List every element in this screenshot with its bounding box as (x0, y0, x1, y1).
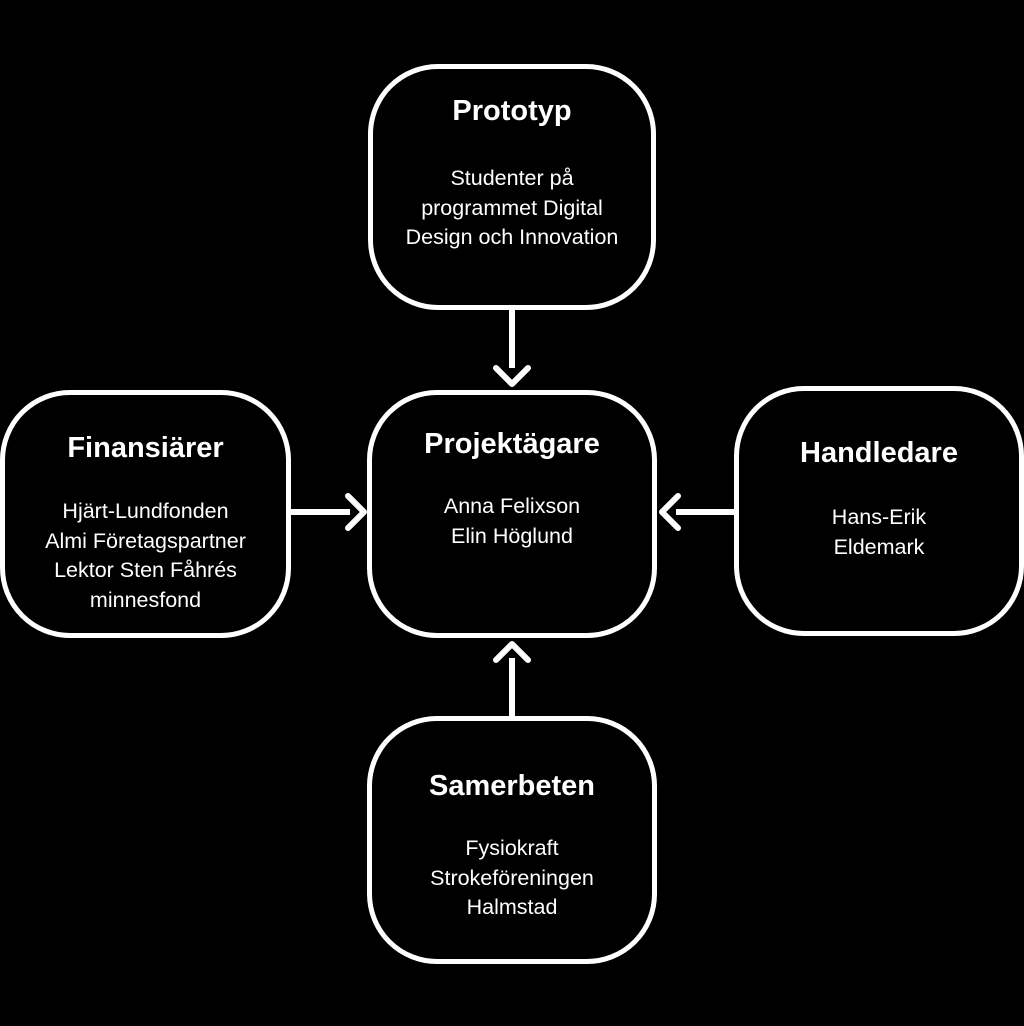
node-line: Fysiokraft (465, 836, 559, 860)
node-line: programmet Digital (421, 195, 603, 220)
node-line: Lektor Sten Fåhrés (54, 558, 237, 582)
edge-handledare-to-projektagare (659, 493, 734, 531)
node-title: Samerbeten (428, 770, 595, 802)
node-title: Finansiärer (67, 432, 224, 464)
node-line: Studenter på (450, 166, 574, 190)
node-handledare: Handledare Hans-Erik Eldemark (734, 386, 1024, 636)
node-projektagare: Projektägare Anna Felixson Elin Höglund (367, 390, 657, 638)
node-body: Fysiokraft Strokeföreningen Halmstad (372, 834, 652, 923)
node-line: Hjärt-Lundfonden (62, 499, 229, 523)
node-body: Hans-Erik Eldemark (739, 503, 1019, 562)
node-body: Studenter på programmet Digital Design o… (373, 164, 651, 253)
node-line: Halmstad (466, 895, 558, 919)
node-line: Design och Innovation (405, 225, 619, 249)
node-title: Handledare (800, 437, 958, 469)
node-title: Prototyp (452, 95, 572, 127)
node-title: Projektägare (424, 428, 600, 460)
node-line: Eldemark (833, 534, 925, 559)
node-finansiarer: Finansiärer Hjärt-Lundfonden Almi Företa… (0, 390, 291, 638)
node-body: Hjärt-Lundfonden Almi Företagspartner Le… (5, 497, 286, 615)
node-line: Elin Höglund (451, 523, 573, 548)
node-prototyp: Prototyp Studenter på programmet Digital… (368, 64, 656, 310)
node-samerbeten: Samerbeten Fysiokraft Strokeföreningen H… (367, 716, 657, 964)
node-line: Strokeföreningen (430, 865, 594, 890)
edge-samerbeten-to-projektagare (493, 641, 531, 716)
node-line: Anna Felixson (443, 494, 581, 518)
node-line: Almi Företagspartner (45, 528, 246, 553)
edge-finansiarer-to-projektagare (291, 493, 367, 531)
edge-prototyp-to-projektagare (493, 310, 531, 387)
node-line: Hans-Erik (831, 505, 927, 529)
node-line: minnesfond (89, 587, 202, 612)
node-body: Anna Felixson Elin Höglund (372, 492, 652, 551)
